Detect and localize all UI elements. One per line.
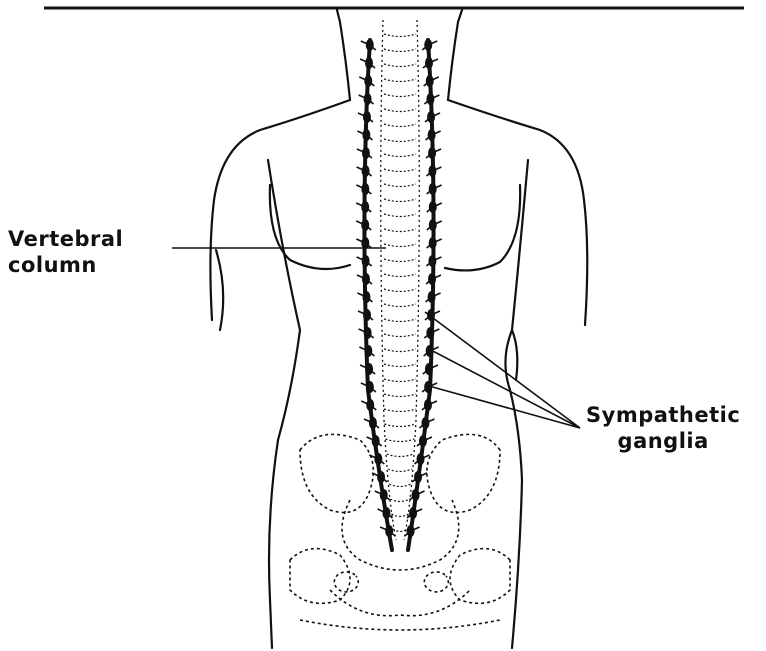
vertebra-segment [384, 364, 416, 367]
vertebra-segment [384, 214, 416, 217]
vertebra-segment [384, 244, 416, 247]
vertebra-segment [384, 139, 416, 142]
vertebra-segment [384, 109, 416, 112]
vertebra-segment [384, 124, 416, 127]
label-vertebral-line2: column [8, 252, 123, 278]
torso-outline [210, 10, 587, 648]
vertebra-segment [387, 454, 414, 457]
vertebra-segment [392, 514, 409, 517]
vertebra-segment [384, 394, 416, 397]
vertebra-segment [390, 499, 409, 502]
vertebra-segment [384, 49, 416, 52]
label-vertebral-line1: Vertebral [8, 226, 123, 252]
label-vertebral-column: Vertebral column [8, 226, 123, 278]
vertebra-segment [384, 259, 416, 262]
ganglia-group [356, 39, 442, 537]
label-sympathetic-ganglia: Sympathetic ganglia [586, 402, 740, 454]
pelvis-outline [290, 434, 510, 630]
vertebra-segment [384, 349, 416, 352]
vertebra-segment [384, 379, 416, 382]
vertebra-segment [384, 229, 416, 232]
vertebra-segment [388, 469, 412, 472]
vertebra-segment [389, 484, 411, 487]
vertebra-segment [384, 64, 416, 67]
vertebra-segment [384, 289, 416, 292]
vertebra-segment [384, 334, 416, 337]
label-sympathetic-line2: ganglia [586, 428, 740, 454]
vertebra-segment [384, 79, 416, 82]
vertebra-segment [384, 34, 416, 37]
vertebra-segment [386, 439, 415, 442]
vertebra-segment [384, 199, 416, 202]
vertebra-segment [384, 154, 416, 157]
label-sympathetic-line1: Sympathetic [586, 402, 740, 428]
vertebral-column [381, 20, 420, 540]
vertebrae-group [384, 34, 416, 532]
vertebra-segment [384, 274, 416, 277]
vertebra-segment [384, 409, 416, 412]
vertebra-segment [384, 319, 416, 322]
vertebra-segment [384, 169, 416, 172]
leader-lines [172, 248, 580, 428]
vertebra-segment [384, 94, 416, 97]
vertebra-segment [384, 184, 416, 187]
vertebra-segment [384, 424, 415, 427]
vertebra-segment [384, 304, 416, 307]
